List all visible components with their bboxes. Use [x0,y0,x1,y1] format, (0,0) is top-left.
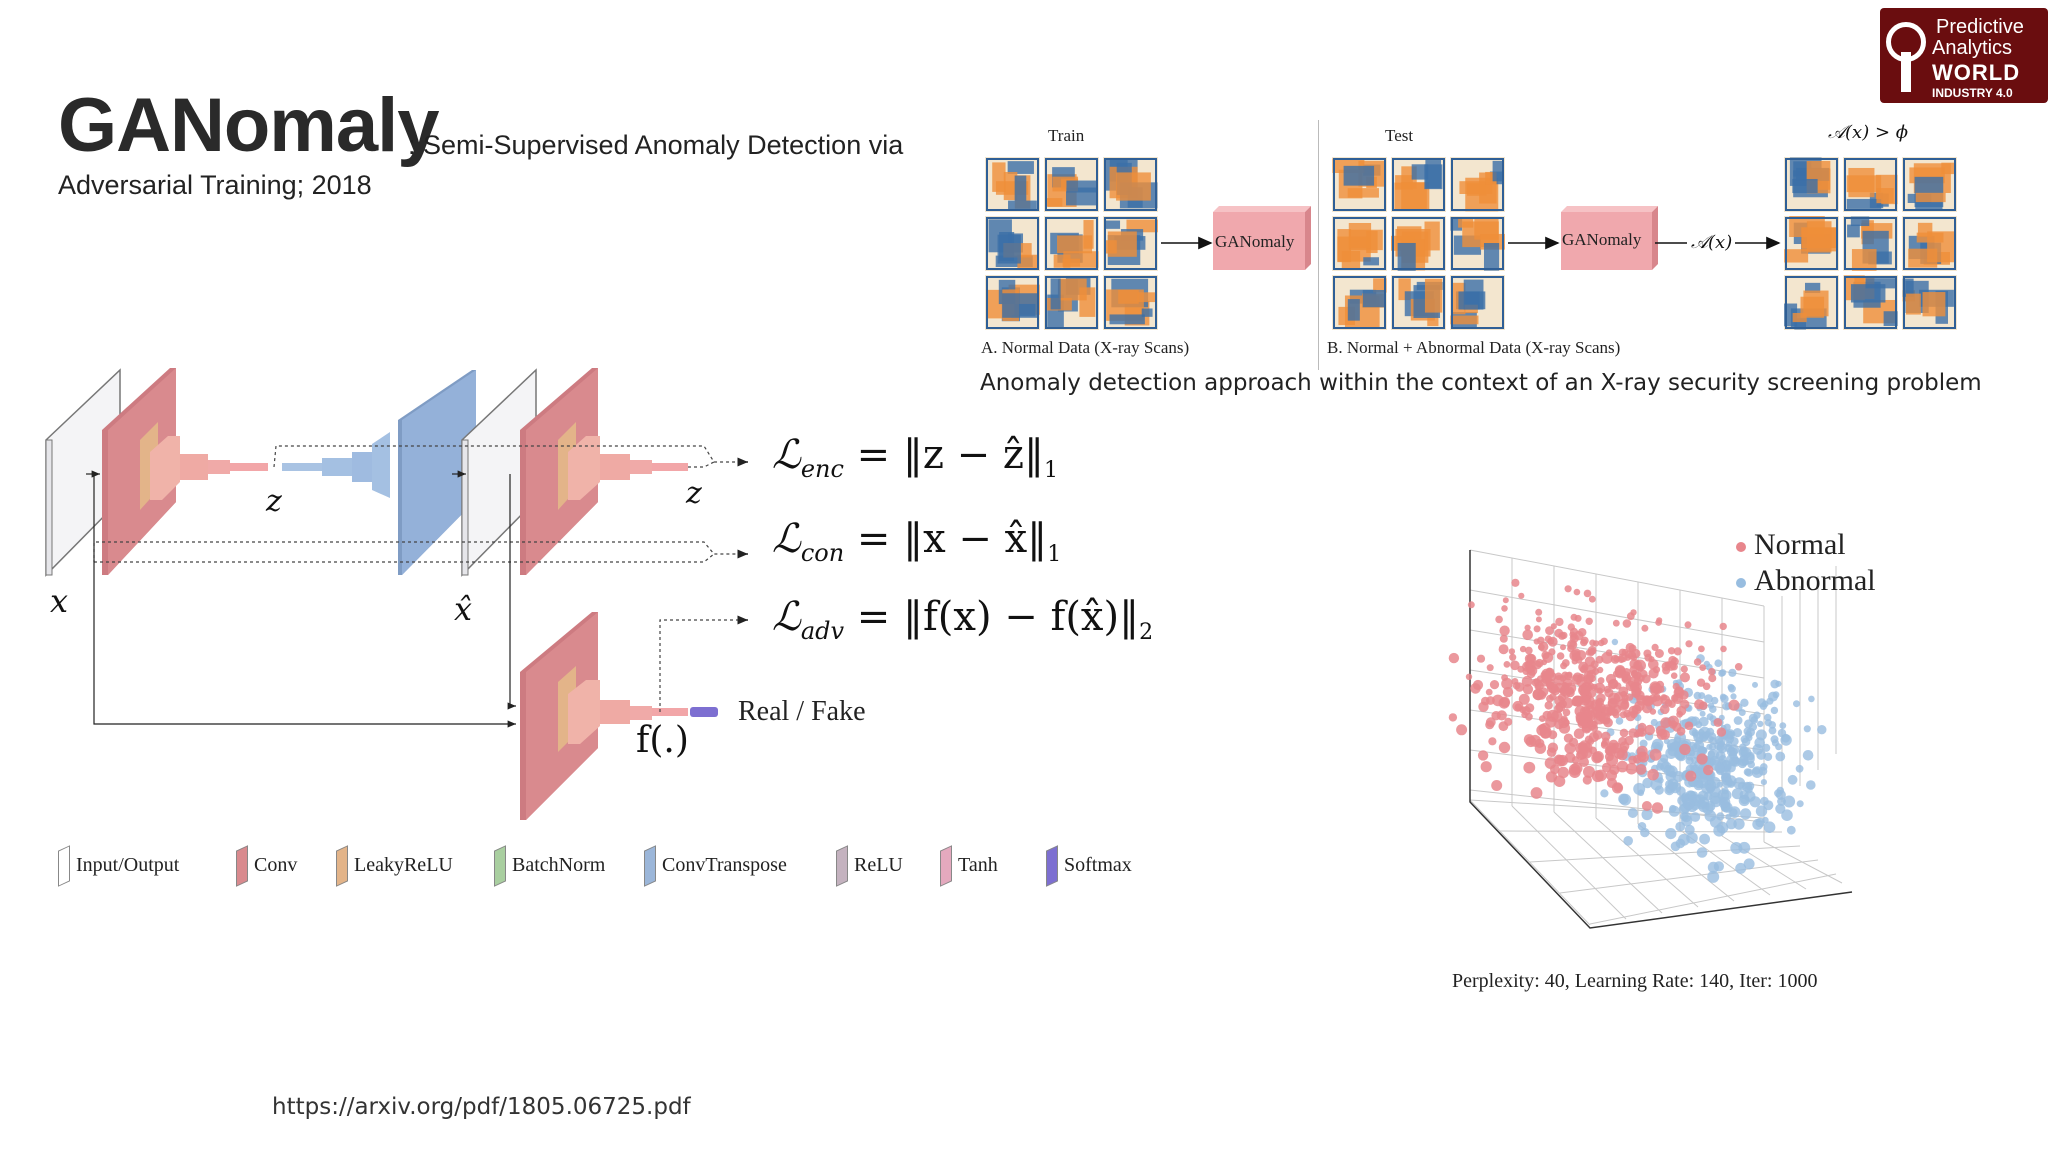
legend-label: ReLU [854,854,903,876]
xray-figure: Train Test 𝒜(x) > ϕ GANomaly GANomaly 𝒜(… [975,110,1975,370]
xray-grid-test [1330,155,1508,333]
xray-flow-svg [1161,206,1781,270]
legend-swatch [494,845,506,887]
legend-swatch [644,845,656,887]
normal-dot-icon [1736,542,1746,553]
decoder-1 [282,370,476,575]
legend-abnormal: Abnormal [1736,564,1876,598]
legend-swatch [940,845,952,887]
threshold-label: 𝒜(x) > ϕ [1828,122,1909,143]
real-fake-label: Real / Fake [738,696,866,727]
recon-xhat-label: x̂ [454,590,473,628]
ganomaly-architecture-diagram [45,368,748,820]
page-subtitle: : Semi-Supervised Anomaly Detection via [408,130,904,160]
tsne-scatter-plot [1448,549,1853,929]
legend-swatch [1046,845,1058,887]
legend-swatch [336,845,348,887]
ganomaly-box-b: GANomaly [1562,230,1642,249]
legend-swatch [236,845,248,887]
legend-swatch [836,845,848,887]
input-x-label: x [50,582,69,620]
xray-grid-result [1782,155,1960,333]
legend-label: ConvTranspose [662,854,787,876]
loss-adv: ℒadv = ‖f(x) − f(x̂)‖2 [772,594,1154,645]
legend-label: BatchNorm [512,854,606,876]
encoder-2 [520,368,688,575]
xray-figure-caption: Anomaly detection approach within the co… [980,370,1982,396]
feature-f-label: f(.) [636,720,689,761]
legend-label: Conv [254,854,298,876]
legend-normal: Normal [1736,528,1846,562]
latent-z-label: z [266,484,282,519]
train-label: Train [1048,126,1085,145]
legend-label: Tanh [958,854,998,876]
encoder-1 [102,368,268,575]
xray-caption-b: B. Normal + Abnormal Data (X-ray Scans) [1327,338,1621,357]
ganomaly-box-a: GANomaly [1215,232,1295,251]
scatter-caption: Perplexity: 40, Learning Rate: 140, Iter… [1452,970,1818,992]
flow-arrows [86,470,516,728]
latent-zhat-label: z [686,476,702,511]
test-label: Test [1385,126,1414,145]
loss-enc: ℒenc = ‖z − ẑ‖1 [772,432,1058,483]
xray-grid-train [983,155,1161,333]
legend-label: Softmax [1064,854,1132,876]
paper-url[interactable]: https://arxiv.org/pdf/1805.06725.pdf [272,1094,691,1120]
abnormal-dot-icon [1736,578,1746,589]
legend-label: LeakyReLU [354,854,453,876]
discriminator [520,612,718,820]
legend-label: Input/Output [76,854,180,876]
xray-caption-a: A. Normal Data (X-ray Scans) [981,338,1190,357]
page-subtitle-2: Adversarial Training; 2018 [58,170,372,200]
loss-con: ℒcon = ‖x − x̂‖1 [772,516,1062,567]
page-title: GANomaly [58,83,440,168]
predictive-analytics-logo: Predictive Analytics WORLD INDUSTRY 4.0 [1880,8,2048,103]
legend-swatch [58,845,70,887]
score-label: 𝒜(x) [1691,232,1733,253]
input-frame [45,368,121,577]
